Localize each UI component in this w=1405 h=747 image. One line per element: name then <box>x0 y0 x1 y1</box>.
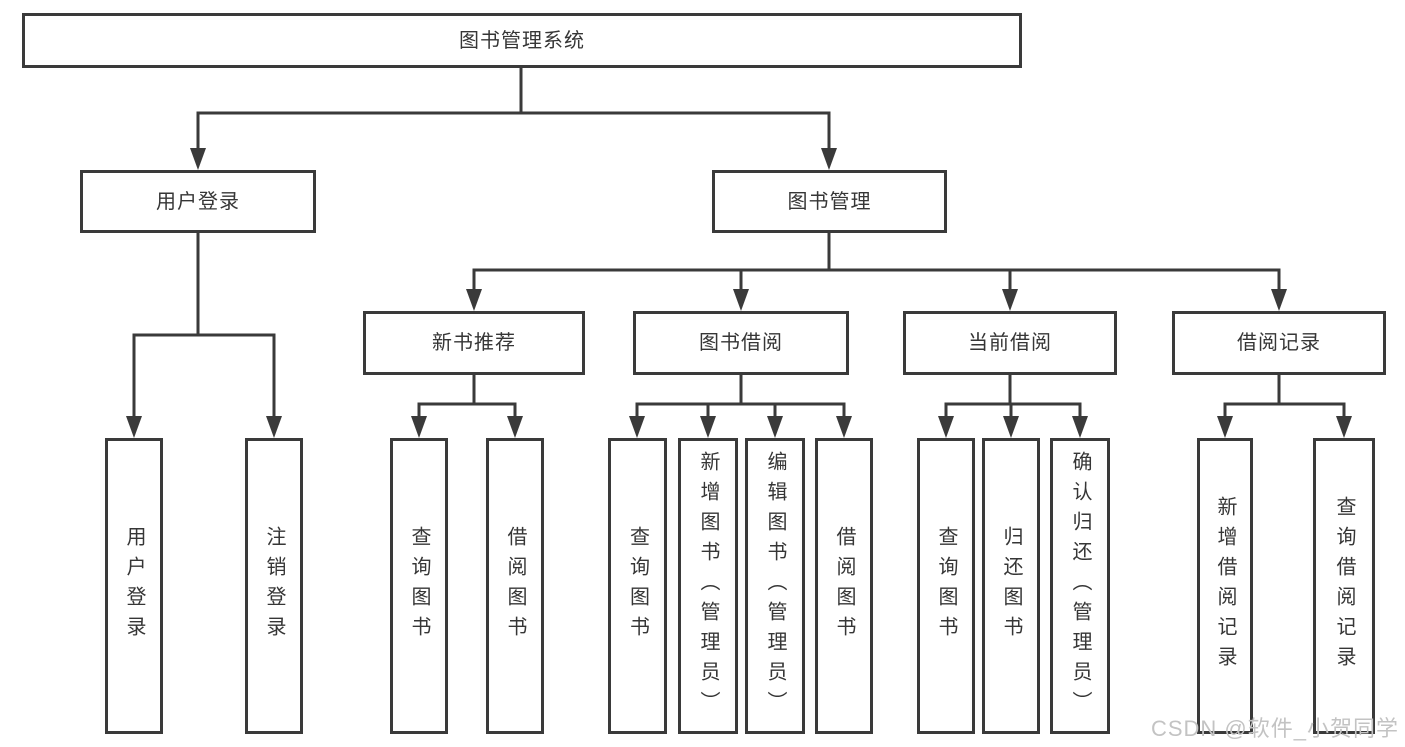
edge <box>1217 373 1352 438</box>
leaf-nb-query-books: 查询图书 <box>390 438 448 734</box>
leaf-cb-query-books: 查询图书 <box>917 438 975 734</box>
leaf-logout: 注销登录 <box>245 438 303 734</box>
leaf-br-query-record: 查询借阅记录 <box>1313 438 1375 734</box>
watermark: CSDN @软件_小贺同学 <box>1150 716 1399 741</box>
node-new-book-recommend: 新书推荐 <box>363 311 585 375</box>
edge <box>466 231 1287 311</box>
edge <box>190 66 837 170</box>
leaf-bb-add-book-admin: 新增图书（管理员） <box>678 438 738 734</box>
node-root: 图书管理系统 <box>22 13 1022 68</box>
node-book-management: 图书管理 <box>712 170 947 233</box>
edge <box>411 373 523 438</box>
node-borrow-records: 借阅记录 <box>1172 311 1386 375</box>
leaf-br-add-record: 新增借阅记录 <box>1197 438 1253 734</box>
leaf-bb-borrow-books: 借阅图书 <box>815 438 873 734</box>
node-user-login: 用户登录 <box>80 170 316 233</box>
leaf-cb-confirm-return-admin: 确认归还（管理员） <box>1050 438 1110 734</box>
edge <box>126 231 282 438</box>
leaf-user-login: 用户登录 <box>105 438 163 734</box>
edge <box>938 373 1088 438</box>
edge <box>629 373 852 438</box>
node-current-borrow: 当前借阅 <box>903 311 1117 375</box>
leaf-nb-borrow-books: 借阅图书 <box>486 438 544 734</box>
leaf-bb-query-books: 查询图书 <box>608 438 667 734</box>
leaf-cb-return-books: 归还图书 <box>982 438 1040 734</box>
node-book-borrow: 图书借阅 <box>633 311 849 375</box>
leaf-bb-edit-book-admin: 编辑图书（管理员） <box>745 438 805 734</box>
